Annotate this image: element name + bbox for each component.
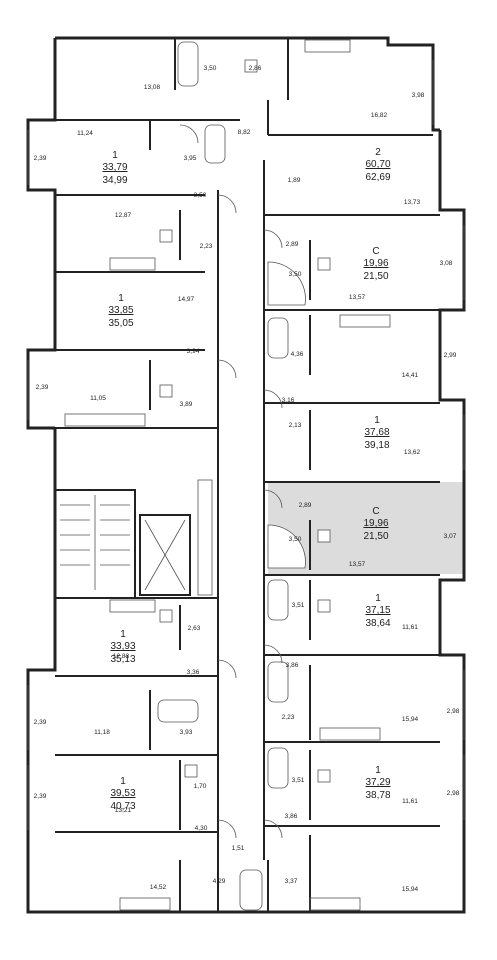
room-area: 2,63 bbox=[188, 625, 201, 632]
apt-rooms: 1 bbox=[375, 593, 381, 604]
room-area: 12,83 bbox=[113, 653, 130, 660]
room-area: 3,86 bbox=[286, 662, 299, 669]
room-area: 4,29 bbox=[213, 878, 226, 885]
apt-total: 21,50 bbox=[363, 531, 388, 542]
room-area: 3,51 bbox=[292, 602, 305, 609]
apt-rooms: 1 bbox=[112, 150, 118, 161]
room-area: 2,89 bbox=[299, 502, 312, 509]
apt-living: 19,96 bbox=[363, 518, 388, 529]
apt-living: 60,70 bbox=[365, 159, 390, 170]
room-area: 15,94 bbox=[402, 886, 419, 893]
room-area: 11,24 bbox=[77, 130, 93, 137]
windows bbox=[27, 60, 465, 830]
room-area: 2,99 bbox=[444, 352, 457, 359]
room-area: 3,07 bbox=[444, 533, 457, 540]
room-area: 1,70 bbox=[194, 783, 207, 790]
room-area: 3,94 bbox=[187, 348, 200, 355]
room-area: 2,23 bbox=[282, 714, 295, 721]
room-area: 3,86 bbox=[285, 813, 298, 820]
apt-rooms: 1 bbox=[120, 776, 126, 787]
room-area: 4,36 bbox=[291, 351, 304, 358]
room-area: 3,95 bbox=[184, 155, 197, 162]
apt-living: 37,29 bbox=[365, 777, 390, 788]
apt-total: 35,13 bbox=[110, 654, 135, 665]
room-area: 2,98 bbox=[447, 790, 460, 797]
apt-total: 38,78 bbox=[365, 790, 390, 801]
apt-living: 33,85 bbox=[108, 305, 133, 316]
room-area: 2,86 bbox=[249, 65, 262, 72]
room-area: 11,05 bbox=[90, 395, 106, 402]
room-area: 3,93 bbox=[180, 729, 193, 736]
room-area: 8,82 bbox=[238, 129, 251, 136]
room-area: 11,61 bbox=[402, 624, 418, 631]
bathroom-fixtures bbox=[157, 41, 331, 911]
room-area: 14,52 bbox=[150, 884, 167, 891]
apt-total: 21,50 bbox=[363, 271, 388, 282]
apt-living: 37,68 bbox=[364, 427, 389, 438]
apt-living: 33,93 bbox=[110, 641, 135, 652]
stair-lift-core bbox=[54, 479, 213, 599]
room-area: 2,98 bbox=[447, 708, 460, 715]
apartment-labels: 1 33,79 34,99 2 60,70 62,69 С 19,96 21,5… bbox=[102, 147, 390, 812]
interior-walls-right bbox=[264, 214, 441, 912]
room-area: 4,30 bbox=[195, 825, 208, 832]
room-area: 3,37 bbox=[285, 878, 298, 885]
room-area: 2,39 bbox=[34, 793, 47, 800]
room-area: 13,73 bbox=[404, 199, 421, 206]
room-area: 2,23 bbox=[200, 243, 213, 250]
apt-total: 35,05 bbox=[108, 318, 133, 329]
apt-living: 19,96 bbox=[363, 258, 388, 269]
room-area: 2,39 bbox=[34, 155, 47, 162]
apt-rooms: С bbox=[372, 506, 379, 517]
room-area: 13,57 bbox=[349, 561, 366, 568]
room-area: 3,98 bbox=[412, 92, 425, 99]
room-area: 14,41 bbox=[402, 372, 419, 379]
room-area: 3,16 bbox=[282, 397, 295, 404]
room-area: 3,50 bbox=[289, 536, 302, 543]
room-area: 13,08 bbox=[144, 84, 161, 91]
exterior-walls bbox=[26, 36, 466, 914]
room-area: 3,51 bbox=[292, 777, 305, 784]
apt-living: 37,15 bbox=[365, 605, 390, 616]
room-area: 2,89 bbox=[286, 241, 299, 248]
apt-rooms: 1 bbox=[118, 293, 124, 304]
room-area: 3,50 bbox=[194, 192, 207, 199]
room-area: 1,51 bbox=[232, 845, 245, 852]
apt-rooms: 1 bbox=[374, 415, 380, 426]
apt-total: 38,64 bbox=[365, 618, 390, 629]
room-area: 3,50 bbox=[289, 271, 302, 278]
door-swings bbox=[179, 124, 283, 839]
room-area: 2,13 bbox=[289, 422, 302, 429]
apt-total: 62,69 bbox=[365, 172, 390, 183]
room-area: 13,62 bbox=[404, 449, 421, 456]
room-area: 13,21 bbox=[115, 807, 132, 814]
room-area: 15,94 bbox=[402, 716, 419, 723]
apt-rooms: С bbox=[372, 246, 379, 257]
room-area: 13,57 bbox=[349, 294, 366, 301]
room-area: 11,61 bbox=[402, 798, 418, 805]
room-area: 16,82 bbox=[371, 112, 388, 119]
room-area: 3,50 bbox=[204, 65, 217, 72]
apt-living: 39,53 bbox=[110, 788, 135, 799]
room-area: 2,39 bbox=[36, 384, 49, 391]
apt-total: 34,99 bbox=[102, 175, 127, 186]
kitchen-counters bbox=[64, 39, 391, 911]
room-area: 11,18 bbox=[94, 729, 110, 736]
corridor-walls bbox=[217, 160, 265, 860]
room-area: 3,89 bbox=[180, 401, 193, 408]
room-area: 1,89 bbox=[288, 177, 301, 184]
room-area: 3,36 bbox=[187, 669, 200, 676]
apt-total: 39,18 bbox=[364, 440, 389, 451]
room-area: 3,08 bbox=[440, 260, 453, 267]
apt-rooms: 2 bbox=[375, 147, 381, 158]
room-areas: 3,50 2,86 13,08 3,98 16,82 8,82 11,24 3,… bbox=[34, 65, 460, 893]
apt-total: 40,73 bbox=[110, 801, 135, 812]
room-area: 14,97 bbox=[178, 296, 195, 303]
apt-rooms: 1 bbox=[120, 629, 126, 640]
room-area: 2,39 bbox=[34, 719, 47, 726]
apt-living: 33,79 bbox=[102, 162, 127, 173]
room-area: 12,87 bbox=[115, 212, 132, 219]
apt-rooms: 1 bbox=[375, 765, 381, 776]
